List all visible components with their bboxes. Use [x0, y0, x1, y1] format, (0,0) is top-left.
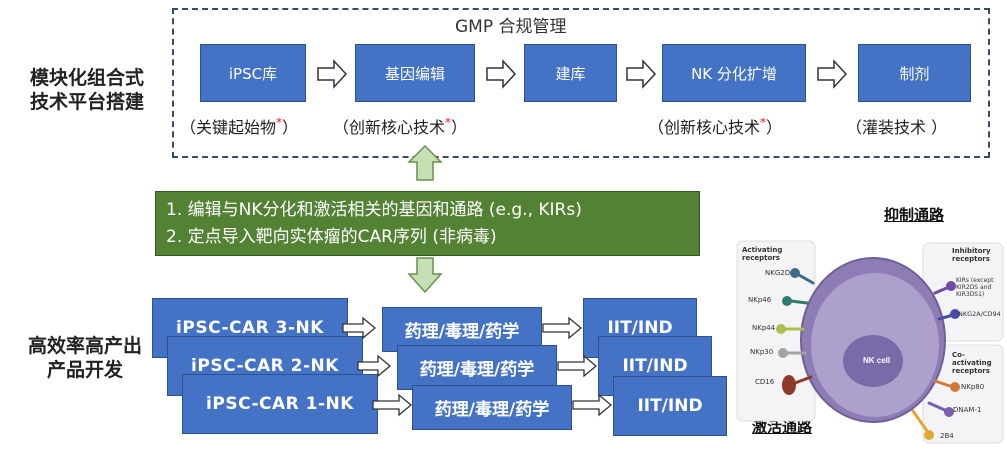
step-label: NK 分化扩增: [691, 64, 777, 83]
study-box-2[interactable]: 药理/毒理/药学: [397, 345, 557, 390]
arrow-icons-top: [317, 59, 848, 89]
step-label: iPSC库: [228, 64, 278, 83]
gmp-frame: [172, 8, 990, 158]
right-arrow-icon: [317, 59, 348, 89]
down-arrow-icon: [407, 257, 443, 294]
receptor-label: NKG2A/CD94: [958, 310, 1001, 318]
receptor-label: KIRs (except KIR2DS and KIR3DS1): [956, 277, 994, 298]
editing-strategy-box: 1. 编辑与NK分化和激活相关的基因和通路 (e.g., KIRs) 2. 定点…: [155, 191, 700, 256]
car-1-product[interactable]: iPSC-CAR 1-NK: [182, 374, 378, 434]
nk-cell-illustration: NK cell: [736, 240, 1004, 444]
receptor-label: NKp30: [750, 348, 774, 356]
coactivating-header: Co-activating receptors: [952, 351, 992, 375]
platform-label: 模块化组合式 技术平台搭建: [6, 66, 168, 114]
right-arrow-icon: [572, 393, 613, 417]
receptor-label: CD16: [755, 378, 775, 386]
step-formulation[interactable]: 制剂: [858, 44, 971, 102]
right-arrow-icon: [372, 393, 413, 417]
receptor-label: NKp46: [748, 296, 772, 304]
phase-box-1[interactable]: IIT/IND: [613, 376, 727, 436]
receptor-label: NKp44: [752, 324, 776, 332]
arrow-icons-pipeline: [342, 316, 613, 417]
study-box-1[interactable]: 药理/毒理/药学: [412, 385, 572, 430]
step-ipsc-library[interactable]: iPSC库: [200, 44, 306, 102]
note-core-tech-editing: （创新核心技术*）: [333, 115, 468, 137]
activating-header: Activating receptors: [742, 246, 783, 262]
right-arrow-icon: [557, 354, 598, 378]
right-arrow-icon: [357, 354, 392, 378]
receptor-label: NKG2D: [765, 269, 791, 277]
nk-nucleus: [843, 335, 903, 387]
pipeline-label: 高效率高产出 产品开发: [0, 334, 170, 382]
activating-pathway-title: 激活通路: [752, 418, 813, 436]
up-arrow-icon: [407, 144, 443, 181]
pipeline-label-line1: 高效率高产出: [27, 335, 142, 357]
note-key-starting-material: （关键起始物*）: [180, 115, 299, 137]
inhibitory-pathway-title: 抑制通路: [884, 206, 945, 224]
platform-label-line1: 模块化组合式: [29, 67, 144, 89]
step-gene-editing[interactable]: 基因编辑: [355, 44, 475, 102]
right-arrow-icon: [486, 59, 517, 89]
study-box-3[interactable]: 药理/毒理/药学: [382, 307, 542, 352]
step-banking[interactable]: 建库: [524, 44, 617, 102]
nk-cell-label: NK cell: [863, 356, 890, 365]
gmp-title: GMP 合规管理: [455, 17, 567, 37]
pipeline-label-line2: 产品开发: [46, 359, 123, 381]
right-arrow-icon: [817, 59, 848, 89]
step-label: 建库: [555, 64, 586, 83]
receptor-label: DNAM-1: [953, 406, 982, 414]
strategy-line-1: 1. 编辑与NK分化和激活相关的基因和通路 (e.g., KIRs): [166, 200, 582, 220]
arrow-icons-vertical: [407, 144, 443, 294]
platform-label-line2: 技术平台搭建: [29, 91, 144, 113]
step-nk-differentiation[interactable]: NK 分化扩增: [662, 44, 806, 102]
receptor-label: 2B4: [940, 432, 954, 440]
right-arrow-icon: [342, 316, 377, 340]
right-arrow-icon: [626, 59, 657, 89]
inhibitory-header: Inhibitory receptors: [952, 247, 991, 263]
right-arrow-icon: [542, 316, 583, 340]
step-label: 基因编辑: [384, 64, 445, 83]
note-filling-tech: （灌装技术 ）: [846, 118, 948, 137]
strategy-line-2: 2. 定点导入靶向实体瘤的CAR序列 (非病毒): [166, 227, 497, 247]
receptor-label: NKp80: [961, 383, 985, 391]
note-core-tech-nk: （创新核心技术*）: [648, 115, 783, 137]
step-label: 制剂: [899, 64, 930, 83]
